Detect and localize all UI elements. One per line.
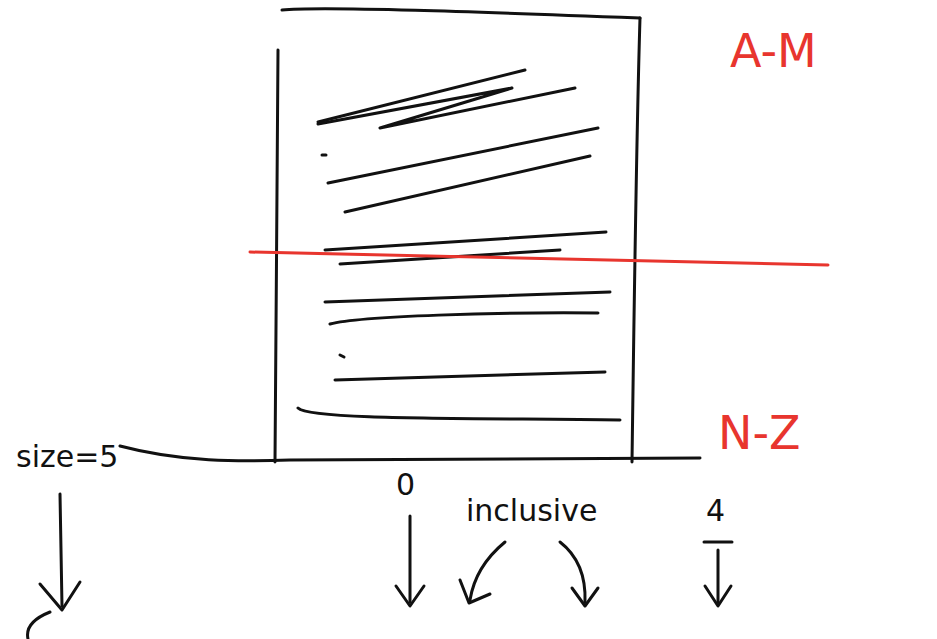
bottom-leader-line (120, 446, 700, 461)
divider-line (250, 252, 828, 265)
pointer-arrows (28, 494, 732, 639)
range-label: A-M (730, 26, 817, 77)
index-label: 0 (396, 468, 415, 501)
index-label: 4 (706, 494, 725, 527)
inclusive-note: inclusive (466, 494, 597, 527)
page-outline (275, 9, 640, 462)
scribble-lines (298, 70, 620, 420)
size-note: size=5 (16, 440, 118, 473)
range-label: N-Z (718, 408, 801, 459)
